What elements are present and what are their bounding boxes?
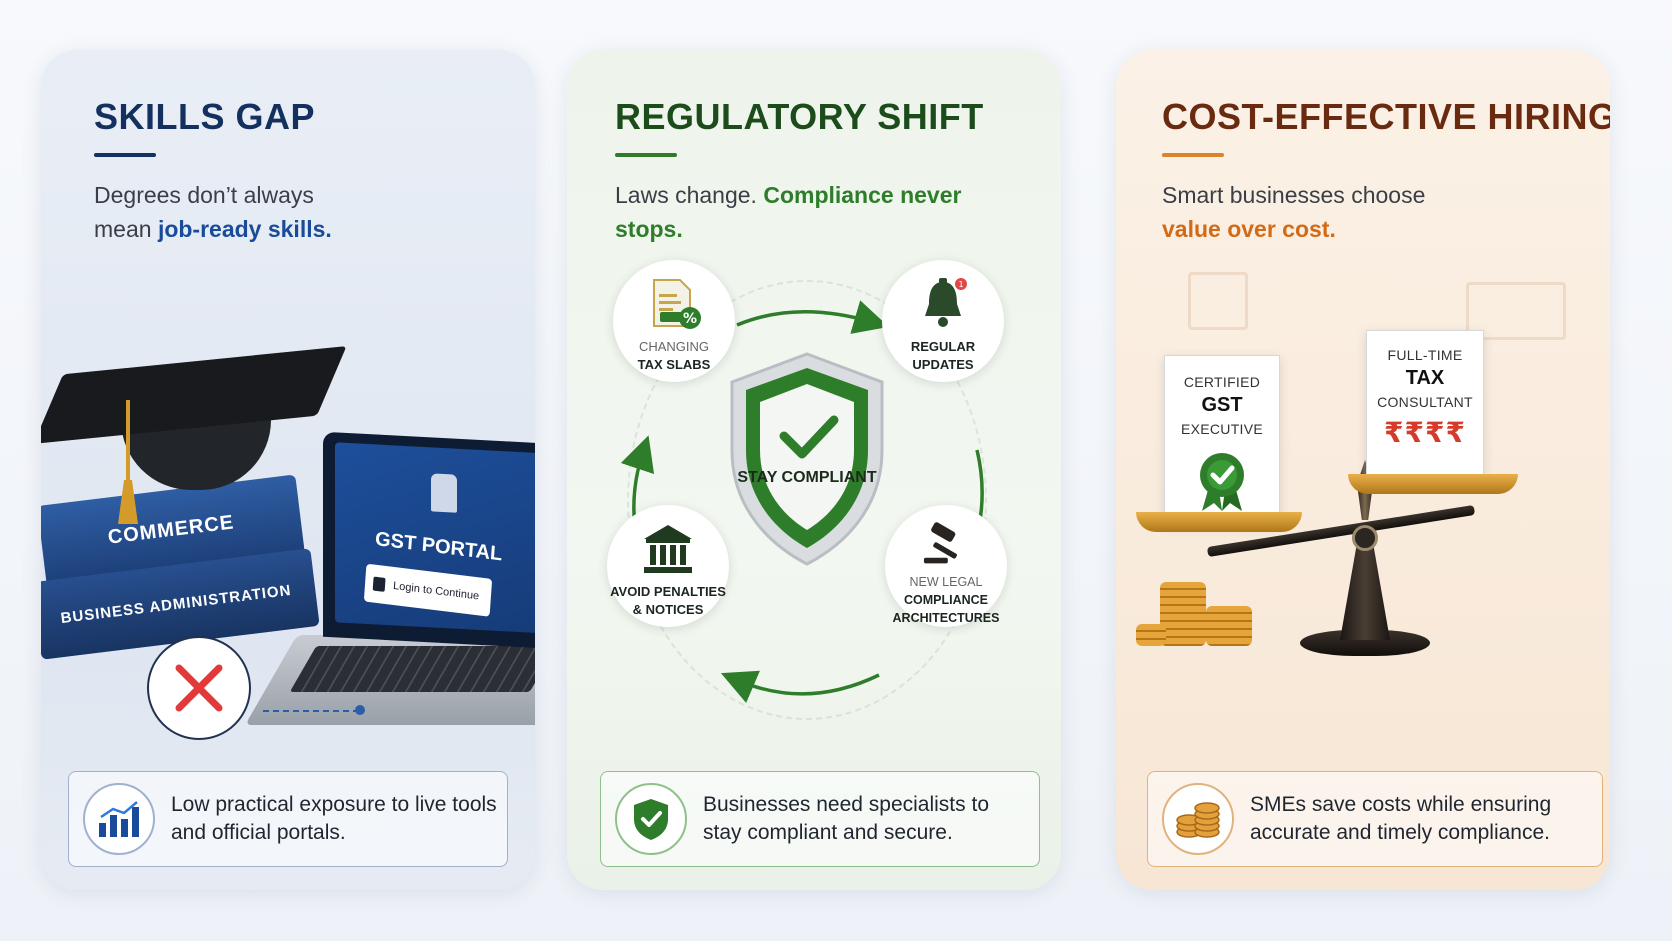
court-building-icon: [644, 525, 692, 573]
connector-dot: [355, 705, 365, 715]
certified-gst-executive-card: CERTIFIED GST EXECUTIVE: [1164, 355, 1280, 525]
card-subtitle: Laws change. Compliance never stops.: [615, 178, 1035, 246]
node-regular-updates: 1 REGULAR UPDATES: [882, 260, 1004, 382]
title-underline: [94, 153, 156, 157]
cost-effective-hiring-card: COST-EFFECTIVE HIRING Smart businesses c…: [1116, 50, 1610, 890]
node-label-top: CHANGING: [638, 339, 710, 354]
card-title: COST-EFFECTIVE HIRING: [1162, 96, 1610, 137]
shield-icon: STAY COMPLIANT: [722, 350, 892, 570]
shield-label: STAY COMPLIANT: [737, 469, 877, 486]
laptop-screen: GST PORTAL Login to Continue: [323, 431, 535, 650]
node-label-top: REGULAR: [910, 339, 976, 354]
footer-text: Businesses need specialists to stay comp…: [703, 793, 989, 844]
node-changing-tax-slabs: % CHANGING TAX SLABS: [613, 260, 735, 382]
subtitle-prefix: Laws change.: [615, 182, 764, 208]
node-label-bottom: ARCHITECTURES: [892, 611, 1000, 625]
footer-callout: Low practical exposure to live tools and…: [68, 771, 508, 867]
node-label-bottom: & NOTICES: [632, 602, 704, 617]
cycle-ring: [627, 280, 987, 720]
dashed-connector: [263, 710, 359, 712]
factory-icon: [1466, 282, 1566, 340]
rupee-symbols: ₹₹₹₹: [1384, 417, 1466, 448]
svg-text:1: 1: [958, 280, 963, 289]
card-title: REGULATORY SHIFT: [615, 96, 984, 137]
coin-stack: [1136, 624, 1166, 646]
node-label-top: AVOID PENALTIES: [610, 584, 726, 599]
title-underline: [615, 153, 677, 157]
lock-icon: [372, 576, 386, 592]
shop-icon: [1188, 272, 1248, 330]
subtitle-line: Degrees don’t always: [94, 182, 314, 208]
gst-portal-screen: GST PORTAL Login to Continue: [335, 442, 535, 634]
node-label-bottom: TAX SLABS: [637, 357, 711, 372]
tassel: [126, 400, 130, 490]
footer-text: Low practical exposure to live tools and…: [171, 793, 497, 844]
emblem-icon: [431, 473, 457, 513]
doc-label-bottom: CONSULTANT: [1377, 394, 1473, 410]
doc-label-top: CERTIFIED: [1183, 374, 1261, 390]
subtitle-line: Smart businesses choose: [1162, 182, 1426, 208]
cross-icon: [147, 636, 251, 740]
badge-check-icon: [1200, 453, 1244, 511]
node-label-top: NEW LEGAL: [909, 575, 983, 589]
scale-pan-left: [1136, 512, 1302, 532]
footer-text: SMEs save costs while ensuring accurate …: [1250, 793, 1552, 844]
bar-chart-icon: [83, 783, 155, 855]
coins-icon: [1162, 783, 1234, 855]
card-subtitle: Degrees don’t always mean job-ready skil…: [94, 178, 514, 246]
subtitle-highlight: Compliance never stops.: [615, 182, 962, 242]
laptop-keyboard: [289, 646, 535, 692]
login-button[interactable]: Login to Continue: [363, 563, 493, 617]
login-label: Login to Continue: [392, 579, 480, 603]
doc-label-main: TAX: [1405, 367, 1445, 389]
coin-stack: [1206, 606, 1252, 646]
node-label-mid: COMPLIANCE: [903, 593, 988, 607]
scale-pan-right: [1348, 474, 1518, 494]
subtitle-highlight: job-ready skills.: [157, 216, 332, 242]
tax-document-icon: %: [653, 279, 701, 329]
card-subtitle: Smart businesses choose value over cost.: [1162, 178, 1582, 246]
doc-label-bottom: EXECUTIVE: [1180, 421, 1264, 437]
title-underline: [1162, 153, 1224, 157]
footer-callout: Businesses need specialists to stay comp…: [600, 771, 1040, 867]
shield-check-icon: [615, 783, 687, 855]
scale-stand: [1340, 540, 1390, 640]
scale-pivot: [1352, 525, 1378, 551]
cycle-arrows: [620, 300, 995, 703]
doc-label-main: GST: [1201, 394, 1243, 416]
subtitle-prefix: mean: [94, 216, 158, 242]
portal-title: GST PORTAL: [374, 528, 504, 566]
full-time-tax-consultant-card: FULL-TIME TAX CONSULTANT ₹₹₹₹: [1366, 330, 1484, 480]
tassel-end: [118, 480, 138, 524]
node-new-legal-compliance: NEW LEGAL COMPLIANCE ARCHITECTURES: [885, 505, 1007, 627]
coin-stack: [1160, 582, 1206, 646]
node-avoid-penalties: AVOID PENALTIES & NOTICES: [607, 505, 729, 627]
node-label-bottom: UPDATES: [912, 357, 974, 372]
footer-callout: SMEs save costs while ensuring accurate …: [1147, 771, 1603, 867]
bell-icon: 1: [925, 278, 967, 327]
gavel-icon: [923, 522, 957, 564]
svg-text:%: %: [683, 311, 697, 327]
subtitle-highlight: value over cost.: [1162, 216, 1336, 242]
doc-label-top: FULL-TIME: [1387, 347, 1463, 363]
card-title: SKILLS GAP: [94, 96, 316, 137]
regulatory-shift-card: REGULATORY SHIFT Laws change. Compliance…: [567, 50, 1061, 890]
skills-gap-card: SKILLS GAP Degrees don’t always mean job…: [41, 50, 535, 890]
